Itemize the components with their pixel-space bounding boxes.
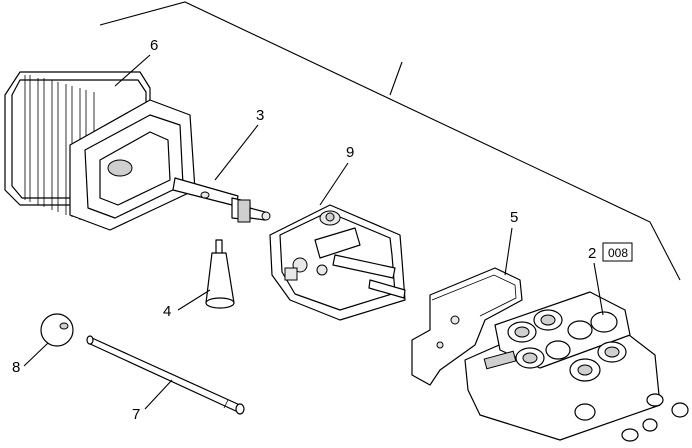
part-9-lever-bracket — [269, 204, 406, 321]
reference-box-008 — [602, 242, 633, 262]
leader-6 — [114, 54, 151, 87]
part-7-rod — [86, 335, 245, 415]
leader-5 — [504, 227, 513, 276]
leader-1 — [389, 61, 403, 96]
callout-2-ref: 008 — [608, 246, 628, 260]
part-8-ball-knob — [40, 313, 74, 347]
leader-4 — [177, 289, 211, 311]
assembly-bracket-line — [99, 1, 681, 281]
leader-8 — [23, 342, 49, 367]
callout-8: 8 — [12, 359, 20, 376]
leader-9 — [319, 162, 349, 206]
part-2-valve-block — [464, 291, 689, 442]
part-3-lever-shaft — [172, 177, 271, 223]
callout-2: 2 — [588, 245, 596, 262]
part-6-bellows-boot — [4, 71, 196, 231]
callout-7: 7 — [132, 406, 140, 423]
leader-2 — [593, 262, 604, 316]
part-5-mounting-plate — [411, 267, 523, 386]
leader-7 — [144, 379, 173, 410]
callout-9: 9 — [346, 144, 354, 161]
part-4-tapered-grip — [205, 239, 235, 309]
leader-3 — [214, 124, 259, 181]
callout-4: 4 — [163, 303, 171, 320]
callout-3: 3 — [256, 107, 264, 124]
callout-6: 6 — [150, 37, 158, 54]
callout-5: 5 — [510, 209, 518, 226]
